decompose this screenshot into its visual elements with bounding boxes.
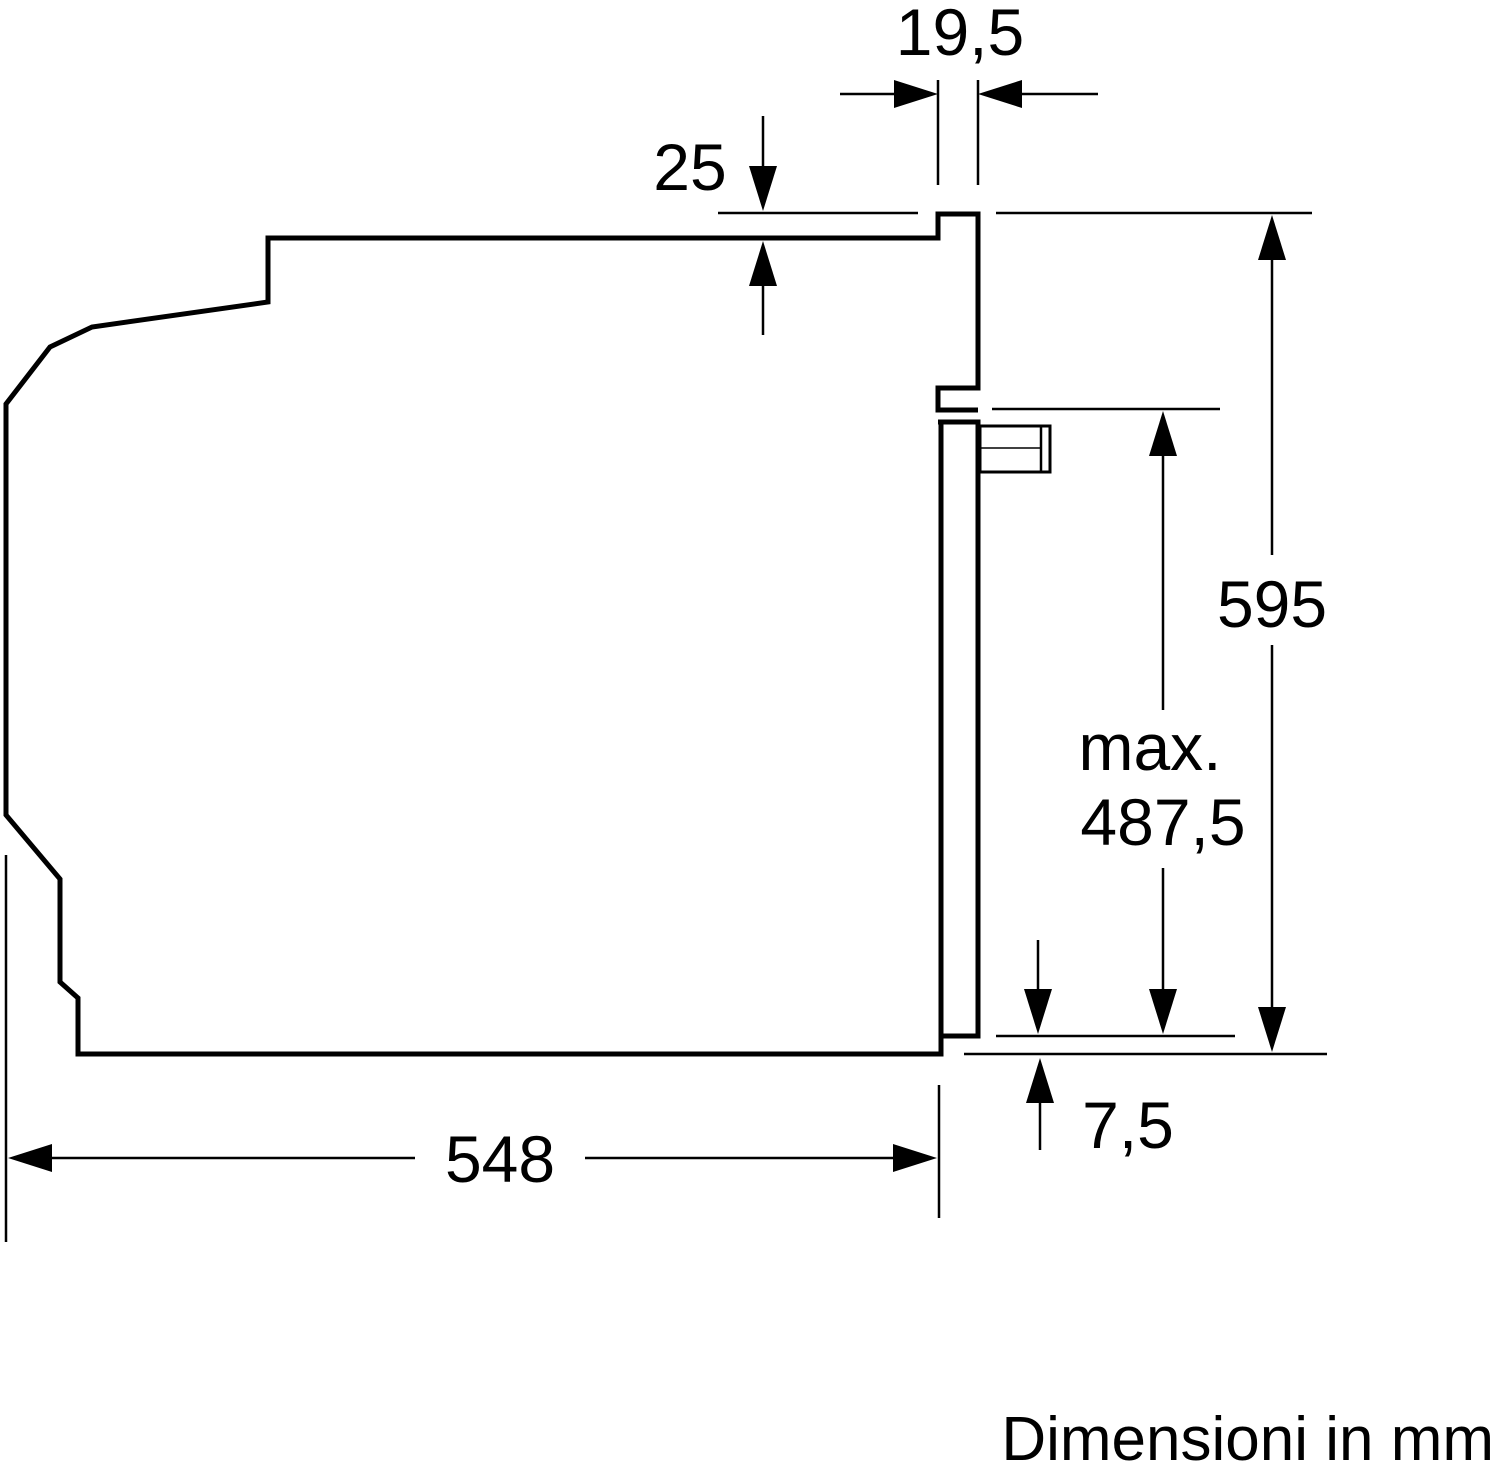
dimension-depth: [4, 855, 941, 1242]
dimension-top-gap-label: 25: [653, 130, 726, 204]
units-caption: Dimensioni in mm: [1001, 1405, 1494, 1472]
door-handle: [978, 424, 1052, 474]
oven-door: [938, 419, 981, 1039]
dimension-top-gap: [718, 116, 918, 335]
oven-body-outline: [3, 235, 944, 1057]
dimension-front-thickness: [840, 80, 1098, 185]
dimension-max-height-label: 487,5: [1080, 785, 1245, 859]
dimension-depth-label: 548: [445, 1122, 555, 1196]
dimension-front-thickness-label: 19,5: [896, 0, 1024, 69]
front-panel-upper: [923, 211, 981, 413]
dimension-bottom-gap: [1024, 940, 1054, 1150]
dimension-max-prefix: max.: [1078, 710, 1221, 784]
dimension-bottom-gap-label: 7,5: [1082, 1088, 1174, 1162]
dimension-total-height: [964, 211, 1327, 1056]
dimension-total-height-label: 595: [1217, 567, 1327, 641]
dimension-max-height: [992, 407, 1235, 1038]
